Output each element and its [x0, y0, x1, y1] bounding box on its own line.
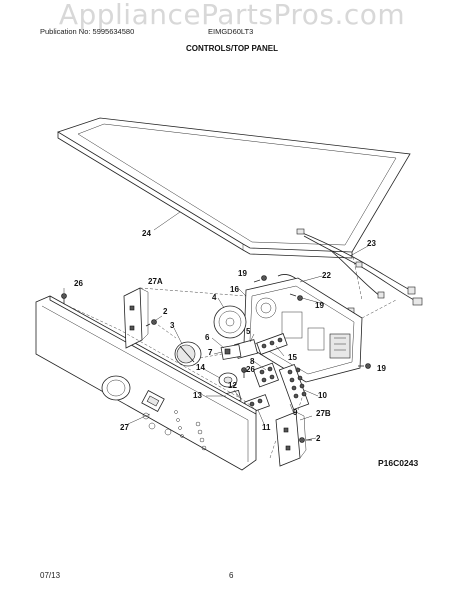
leader-line — [289, 403, 295, 415]
assembly-line — [153, 321, 177, 339]
callout-8: 8 — [250, 357, 255, 366]
leader-line — [127, 413, 151, 425]
callout-26b: 26 — [246, 365, 255, 374]
callout-27b: 27B — [316, 409, 331, 418]
leader-line — [155, 315, 163, 321]
leader-line — [349, 245, 369, 257]
button-dot — [257, 398, 263, 404]
switch-contact — [224, 348, 231, 355]
leader-line — [303, 389, 319, 397]
switch-assembly — [220, 344, 242, 360]
leader-line — [213, 351, 223, 355]
wire-harness — [296, 228, 423, 306]
callout-12: 12 — [228, 381, 237, 390]
publication-number: Publication No: 5995634580 — [40, 27, 135, 36]
assembly-line — [297, 391, 305, 411]
page-number: 6 — [229, 571, 234, 580]
leader-line — [249, 333, 255, 343]
callout-9: 9 — [293, 408, 298, 417]
callout-19b: 19 — [315, 301, 324, 310]
callout-6: 6 — [205, 333, 210, 342]
leader-line — [243, 367, 247, 373]
callout-2b: 2 — [316, 434, 321, 443]
callout-15: 15 — [288, 353, 297, 362]
callout-26: 26 — [74, 279, 83, 288]
leader-line — [299, 275, 323, 283]
callout-19: 19 — [238, 269, 247, 278]
assembly-line — [361, 299, 397, 319]
callout-22: 22 — [322, 271, 331, 280]
selector-ring — [213, 305, 247, 339]
left-bracket — [123, 287, 149, 349]
callout-10: 10 — [318, 391, 327, 400]
button-block — [256, 333, 288, 355]
top-panel — [57, 117, 411, 259]
leader-line — [251, 359, 267, 371]
callout-11: 11 — [262, 423, 271, 432]
knob-shaft-core — [223, 376, 233, 384]
assembly-line — [139, 287, 247, 297]
button-dot — [249, 401, 255, 407]
leader-line — [237, 287, 247, 297]
right-bracket — [275, 411, 307, 467]
callout-2: 2 — [163, 307, 168, 316]
section-title: CONTROLS/TOP PANEL — [185, 44, 278, 53]
footer-date: 07/13 — [40, 571, 61, 580]
callout-27a: 27A — [148, 277, 163, 286]
leader-line — [201, 367, 221, 379]
callout-3: 3 — [170, 321, 175, 330]
key-block — [253, 362, 279, 388]
watermark-logo: AppliancePartsPros.com — [58, 0, 406, 31]
leader-line — [305, 437, 317, 441]
leader-line — [257, 409, 265, 425]
leader-line — [299, 415, 313, 421]
callout-4: 4 — [212, 293, 217, 302]
screw — [253, 275, 267, 283]
control-board — [243, 277, 363, 383]
assembly-line — [63, 303, 241, 399]
screw — [241, 367, 247, 378]
callout-7: 7 — [208, 348, 213, 357]
assembly-line — [235, 393, 257, 411]
callout-24: 24 — [142, 229, 151, 238]
callout-14: 14 — [196, 363, 205, 372]
model-number: EIMGD60LT3 — [208, 27, 254, 36]
leader-line — [173, 327, 183, 345]
button-strip — [278, 364, 310, 410]
callout-27: 27 — [120, 423, 129, 432]
assembly-line — [351, 251, 363, 301]
assembly-line — [199, 353, 223, 359]
assembly-line — [269, 439, 277, 459]
leader-line — [275, 345, 285, 357]
callout-13: 13 — [193, 391, 202, 400]
screw — [358, 363, 371, 369]
callout-16: 16 — [230, 285, 239, 294]
console-panel — [35, 295, 257, 471]
figure-id: P16C0243 — [378, 458, 418, 468]
leader-line — [211, 337, 225, 349]
leader-line — [233, 389, 241, 399]
screw — [61, 293, 67, 304]
leader-line — [217, 297, 225, 309]
callout-19c: 19 — [377, 364, 386, 373]
leader-line — [301, 297, 325, 305]
leader-line — [153, 211, 181, 231]
callout-23: 23 — [367, 239, 376, 248]
selector-knob — [174, 341, 202, 367]
screw — [289, 293, 303, 301]
callout-5: 5 — [246, 327, 251, 336]
